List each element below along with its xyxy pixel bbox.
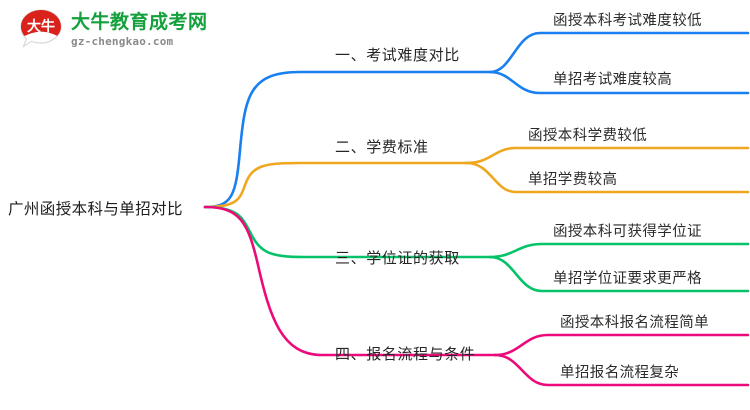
branch-node-1[interactable]: 一、考试难度对比: [335, 46, 460, 64]
branch-node-3[interactable]: 三、学位证的获取: [335, 249, 460, 267]
root-node[interactable]: 广州函授本科与单招对比: [8, 200, 183, 218]
leaf-node-4-2[interactable]: 单招报名流程复杂: [560, 365, 680, 381]
leaf-node-4-1[interactable]: 函授本科报名流程简单: [560, 315, 709, 331]
wire-branch-4-leaf-1: [493, 333, 750, 357]
leaf-node-3-2[interactable]: 单招学位证要求更严格: [553, 271, 702, 287]
logo-title: 大牛教育成考网: [71, 11, 208, 33]
leaf-node-1-2[interactable]: 单招考试难度较高: [553, 72, 673, 88]
leaf-node-3-1[interactable]: 函授本科可获得学位证: [553, 224, 702, 240]
wire-branch-1-leaf-1: [488, 31, 750, 74]
logo-bubble-icon: 大牛: [18, 8, 64, 52]
leaf-node-2-2[interactable]: 单招学费较高: [528, 172, 618, 188]
leaf-node-2-1[interactable]: 函授本科学费较低: [528, 128, 648, 144]
logo-text-block: 大牛教育成考网 gz-chengkao.com: [71, 11, 208, 48]
logo-subtitle: gz-chengkao.com: [71, 35, 174, 48]
wire-branch-4: [203, 205, 497, 357]
wire-branch-3-leaf-1: [488, 242, 750, 259]
wire-branch-2: [203, 161, 468, 209]
site-logo[interactable]: 大牛 大牛教育成考网 gz-chengkao.com: [18, 8, 208, 52]
branch-node-4[interactable]: 四、报名流程与条件: [335, 345, 476, 363]
branch-node-2[interactable]: 二、学费标准: [335, 138, 429, 156]
wire-branch-2-leaf-1: [464, 146, 750, 165]
leaf-node-1-1[interactable]: 函授本科考试难度较低: [553, 13, 702, 29]
svg-text:大牛: 大牛: [27, 18, 55, 35]
